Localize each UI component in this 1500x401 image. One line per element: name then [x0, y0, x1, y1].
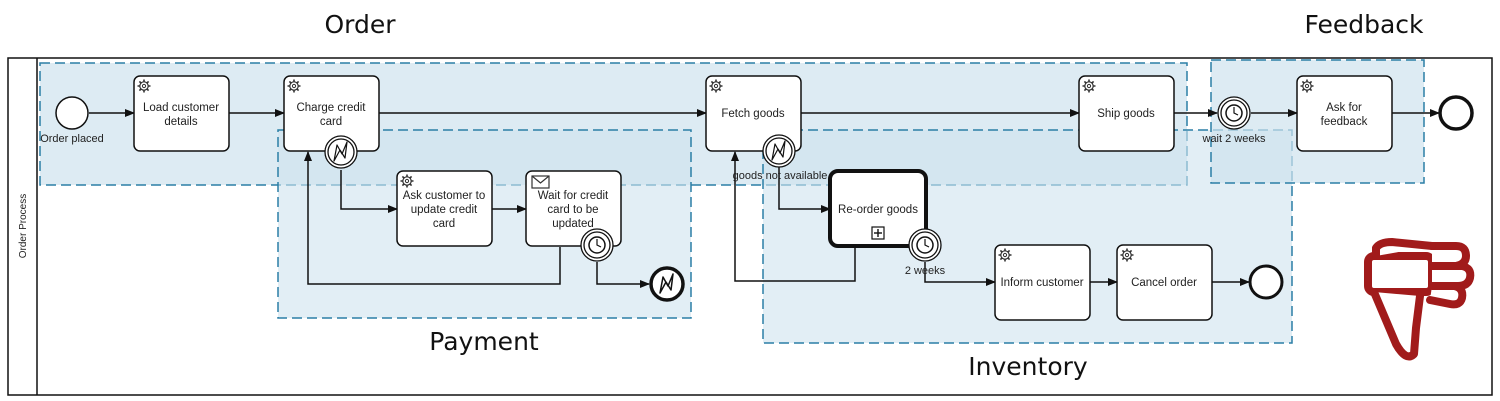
task-ask-update[interactable]: Ask customer to update credit card [396, 170, 493, 247]
group-label-inventory: Inventory [968, 352, 1088, 381]
goods-error-label: goods not available [733, 170, 828, 182]
boundary-timer-wait-card[interactable] [580, 228, 614, 262]
task-load-customer[interactable]: Load customer details [133, 75, 230, 152]
start-event-label: Order placed [40, 133, 104, 145]
timer-icon [1225, 104, 1243, 122]
group-label-payment: Payment [429, 327, 539, 356]
svg-text:feedback: feedback [1321, 116, 1368, 128]
svg-text:card to be: card to be [547, 204, 598, 216]
svg-text:Charge credit: Charge credit [296, 102, 366, 114]
svg-text:Load customer: Load customer [143, 102, 219, 114]
svg-text:Ship goods: Ship goods [1097, 108, 1155, 120]
svg-text:details: details [164, 116, 197, 128]
task-wait-update[interactable]: Wait for credit card to be updated [525, 170, 622, 247]
timer-icon [916, 236, 934, 254]
svg-text:card: card [433, 218, 455, 230]
task-charge-card[interactable]: Charge credit card [283, 75, 380, 152]
start-event[interactable] [55, 96, 89, 130]
error-icon [659, 273, 674, 294]
svg-text:updated: updated [552, 218, 594, 230]
svg-text:Ask customer to: Ask customer to [403, 190, 485, 202]
task-inform-customer[interactable]: Inform customer [994, 244, 1091, 321]
task-ask-feedback[interactable]: Ask for feedback [1296, 75, 1393, 152]
group-label-order: Order [324, 10, 396, 39]
svg-text:Re-order goods: Re-order goods [838, 204, 918, 216]
svg-text:Ask for: Ask for [1326, 102, 1362, 114]
sequence-flows [89, 109, 1440, 288]
boundary-error-charge[interactable] [324, 135, 358, 169]
svg-text:Fetch goods: Fetch goods [721, 108, 785, 120]
svg-text:update credit: update credit [411, 204, 478, 216]
boundary-timer-reorder[interactable] [908, 228, 942, 262]
error-icon [771, 140, 786, 161]
subprocess-marker-icon [871, 226, 885, 240]
timer-event-wait-2-weeks[interactable] [1217, 96, 1251, 130]
subprocess-reorder[interactable]: Re-order goods [828, 169, 928, 248]
error-icon [333, 141, 348, 162]
svg-text:Cancel order: Cancel order [1131, 277, 1197, 289]
svg-text:Wait for credit: Wait for credit [538, 190, 609, 202]
group-label-feedback: Feedback [1304, 10, 1424, 39]
boundary-error-goods[interactable] [762, 134, 796, 168]
task-fetch-goods[interactable]: Fetch goods [705, 75, 802, 152]
error-end-event[interactable] [649, 266, 685, 302]
envelope-icon [531, 175, 550, 189]
end-event-cancel[interactable] [1248, 264, 1284, 300]
svg-text:card: card [320, 116, 342, 128]
thumbs-down-icon [1364, 238, 1475, 361]
end-event-main[interactable] [1438, 95, 1474, 131]
task-cancel-order[interactable]: Cancel order [1116, 244, 1213, 321]
pool-label: Order Process [18, 194, 29, 258]
timer-icon [588, 236, 606, 254]
wait-timer-label: wait 2 weeks [1202, 133, 1266, 145]
svg-text:Inform customer: Inform customer [1000, 277, 1083, 289]
reorder-timer-label: 2 weeks [905, 265, 946, 277]
task-ship-goods[interactable]: Ship goods [1078, 75, 1175, 152]
